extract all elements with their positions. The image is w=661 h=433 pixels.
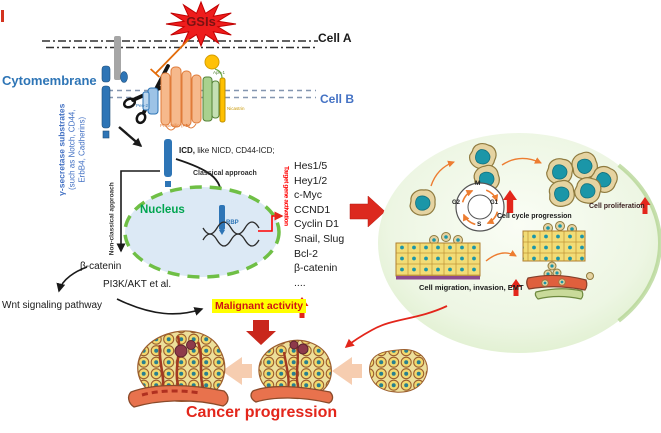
gene-item: β-catenin	[294, 262, 338, 275]
lymph-vessel	[534, 288, 584, 300]
panel-to-tumor-arrow	[344, 305, 448, 348]
presenilin	[160, 66, 202, 128]
progression-arrow-1	[332, 357, 362, 385]
malignant-down-arrow	[246, 320, 276, 345]
tumor-vessel	[127, 384, 229, 408]
pi3k-label: PI3K/AKT et al.	[103, 279, 172, 290]
nicastrin-ectodomain	[204, 54, 220, 70]
gsis-inhibition-line	[149, 38, 190, 78]
proliferation-label: Cell proliferation	[589, 203, 645, 210]
classical-label: Classical approach	[193, 170, 257, 177]
icd-bold: ICD,	[179, 146, 195, 155]
tumor-large	[127, 330, 229, 408]
non-classical-label: Non-classical approach	[108, 182, 116, 256]
gene-item: Cyclin D1	[294, 218, 339, 231]
substrates-line2: (such as Notch, CD44,	[66, 109, 76, 190]
proliferation-arrows	[430, 157, 542, 187]
icd-fragment	[164, 139, 172, 187]
cell-a-membrane	[42, 40, 318, 49]
dna-helix	[202, 221, 260, 247]
target-gene-arrow	[258, 211, 284, 232]
non-classical-arrow	[116, 170, 160, 253]
nicastrin-label: Nicastrin	[227, 106, 245, 111]
single-cell	[409, 189, 436, 216]
tumor-medium	[250, 339, 334, 404]
gsis-starburst	[165, 0, 237, 48]
tumor-small	[369, 349, 428, 393]
gene-item: Bcl-2	[294, 247, 318, 260]
substrates-line3: ErbB4, Cadherins)	[77, 116, 87, 183]
blood-vessel	[526, 274, 588, 291]
notch-receptor	[101, 65, 128, 139]
nuclear-icd	[219, 205, 225, 235]
edge-artifact	[1, 10, 4, 22]
to-malignant-arrow	[116, 298, 204, 316]
tissue-block-left	[395, 232, 481, 280]
progression-arrow-2	[222, 357, 252, 385]
receptor-stalk	[114, 36, 121, 80]
icd-text: ICD, like NICD, CD44-ICD;	[179, 146, 275, 155]
cancer-progression-label: Cancer progression	[186, 404, 338, 421]
tissue-block-right	[522, 221, 594, 300]
substrates-label: γ-secretase substrates (such as Notch, C…	[56, 100, 88, 200]
panel-rim	[617, 163, 661, 323]
rbp-label: RBP	[226, 220, 239, 226]
migration-up-arrow	[510, 279, 522, 296]
big-red-arrow	[349, 195, 386, 228]
aph1-label: Aph-1	[213, 70, 226, 75]
cycle-m-label: M	[475, 180, 481, 187]
gene-item: CCND1	[294, 203, 331, 216]
target-gene-list: Hes1/5 Hey1/2 c-Myc CCND1 Cyclin D1 Snai…	[294, 160, 344, 291]
nucleus-label: Nucleus	[140, 204, 185, 216]
gene-item: ....	[294, 276, 306, 289]
cell-a-label: Cell A	[318, 31, 352, 45]
gene-item: Hey1/2	[294, 174, 328, 187]
tumor-vessel	[250, 385, 334, 404]
proliferation-up-arrow	[639, 197, 651, 214]
gene-item: c-Myc	[294, 189, 322, 202]
wnt-label: Wnt signaling pathway	[2, 300, 103, 311]
pen2-label: Pen-2	[136, 103, 149, 108]
aph1	[202, 76, 220, 122]
malignant-activity-label: Malignant activity	[212, 299, 307, 314]
presenilin-label: Presenilin (PS)	[160, 123, 191, 128]
substrates-line1: γ-secretase substrates	[56, 103, 67, 196]
cycle-up-arrow	[503, 190, 517, 213]
migration-label: Cell migration, invasion, EMT	[419, 283, 524, 292]
gene-item: Hes1/5	[294, 160, 328, 172]
cleavage-arrow	[118, 126, 143, 147]
beta-catenin-label: β-catenin	[80, 261, 122, 272]
cell-b-label: Cell B	[320, 92, 355, 106]
icd-rest: like NICD, CD44-ICD;	[195, 146, 275, 155]
cell-cycle-diagram	[455, 182, 505, 232]
cytomembrane-label: Cytomembrane	[2, 73, 97, 88]
gamma-secretase-complex	[142, 54, 226, 131]
cycle-g1-label: G1	[490, 200, 499, 206]
pen2	[142, 87, 159, 115]
nicastrin-bar	[219, 77, 226, 123]
cycle-progression-label: Cell cycle progression	[497, 213, 572, 220]
bcatenin-to-wnt-arrow	[56, 266, 88, 293]
cycle-s-label: S	[477, 221, 482, 228]
target-gene-label: Target gene activation	[282, 166, 290, 226]
migration-arrow	[485, 249, 517, 262]
nucleus-ellipse	[123, 185, 281, 279]
gsis-label: GSIs	[186, 14, 216, 29]
cycle-g2-label: G2	[452, 200, 461, 206]
gene-item: Snail, Slug	[294, 232, 345, 245]
